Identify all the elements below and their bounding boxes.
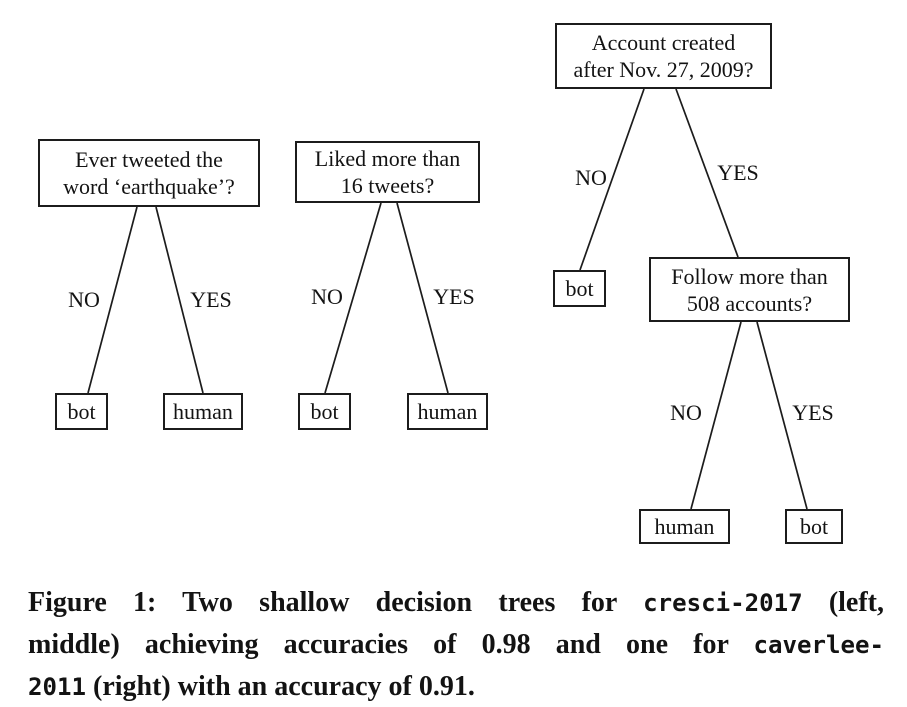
middle-tree-no-leaf: bot <box>298 393 351 430</box>
right-tree-no-label: NO <box>575 165 607 190</box>
middle-tree-yes-leaf: human <box>407 393 488 430</box>
caption-mono-segment: cresci-2017 <box>643 589 803 617</box>
middle-tree-no-edge <box>324 202 382 394</box>
right-subtree-yes-edge <box>756 321 808 510</box>
right-subtree-question-node: Follow more than 508 accounts? <box>649 257 850 322</box>
left-tree-yes-label: YES <box>190 287 232 312</box>
caption-line-1: Figure 1: Two shallow decision trees for… <box>28 582 884 624</box>
left-tree-yes-edge <box>155 206 204 394</box>
caption-mono-segment: 2011 <box>28 673 86 701</box>
caption-text-segment: middle) achieving accuracies of 0.98 and… <box>28 629 754 660</box>
middle-tree-yes-edge <box>396 202 449 394</box>
right-subtree-no-label: NO <box>670 400 702 425</box>
middle-tree-yes-label: YES <box>433 284 475 309</box>
right-subtree-no-leaf: human <box>639 509 730 544</box>
right-tree-root-node: Account created after Nov. 27, 2009? <box>555 23 772 89</box>
right-subtree-yes-label: YES <box>792 400 834 425</box>
right-tree-no-leaf: bot <box>553 270 606 307</box>
left-tree-no-label: NO <box>68 287 100 312</box>
right-subtree-no-edge <box>690 321 742 510</box>
left-tree-yes-leaf: human <box>163 393 243 430</box>
caption-line-2: middle) achieving accuracies of 0.98 and… <box>28 624 884 666</box>
caption-text-segment: Figure 1: Two shallow decision trees for <box>28 587 644 618</box>
right-tree-no-edge <box>579 88 645 271</box>
middle-tree-root-node: Liked more than 16 tweets? <box>295 141 480 203</box>
caption-text-segment: (right) with an accuracy of 0.91. <box>86 671 475 702</box>
right-tree-yes-label: YES <box>717 160 759 185</box>
figure-caption: Figure 1: Two shallow decision trees for… <box>28 582 884 707</box>
right-subtree-yes-leaf: bot <box>785 509 843 544</box>
middle-tree-no-label: NO <box>311 284 343 309</box>
caption-text-segment: (left, <box>802 587 885 618</box>
right-tree-yes-edge <box>675 88 739 258</box>
caption-mono-segment: caverlee- <box>753 631 884 659</box>
left-tree-no-leaf: bot <box>55 393 108 430</box>
left-tree-root-node: Ever tweeted the word ‘earthquake’? <box>38 139 260 207</box>
left-tree-no-edge <box>87 206 138 394</box>
caption-line-3: 2011 (right) with an accuracy of 0.91. <box>28 666 884 707</box>
